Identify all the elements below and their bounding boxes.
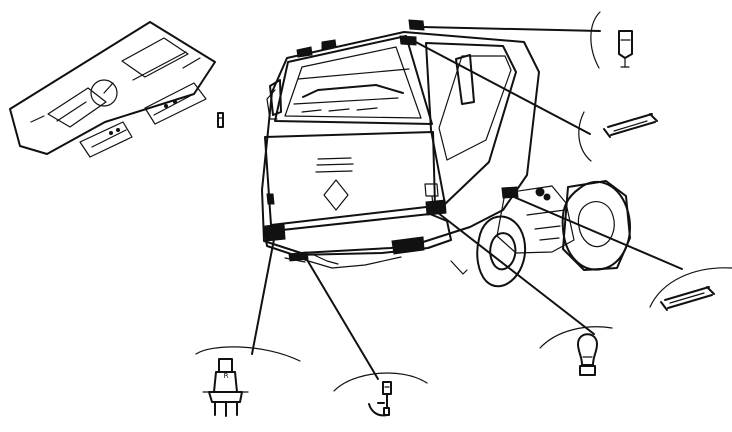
callout-festoon-lower [649, 267, 732, 311]
truck-light-markers [264, 19, 551, 262]
dashboard-panel [9, 21, 216, 158]
callout-fog-bulb [333, 372, 428, 417]
bulb-code-label: R [224, 372, 229, 380]
callout-brake-bulb [539, 326, 613, 376]
truck-outline [261, 31, 631, 288]
small-bulb-icon [217, 112, 224, 128]
callout-headlamp-bulb: R [195, 346, 301, 417]
leader-lines [251, 26, 683, 380]
callout-festoon-upper [578, 111, 658, 162]
callout-top-right-bulb [590, 11, 633, 69]
